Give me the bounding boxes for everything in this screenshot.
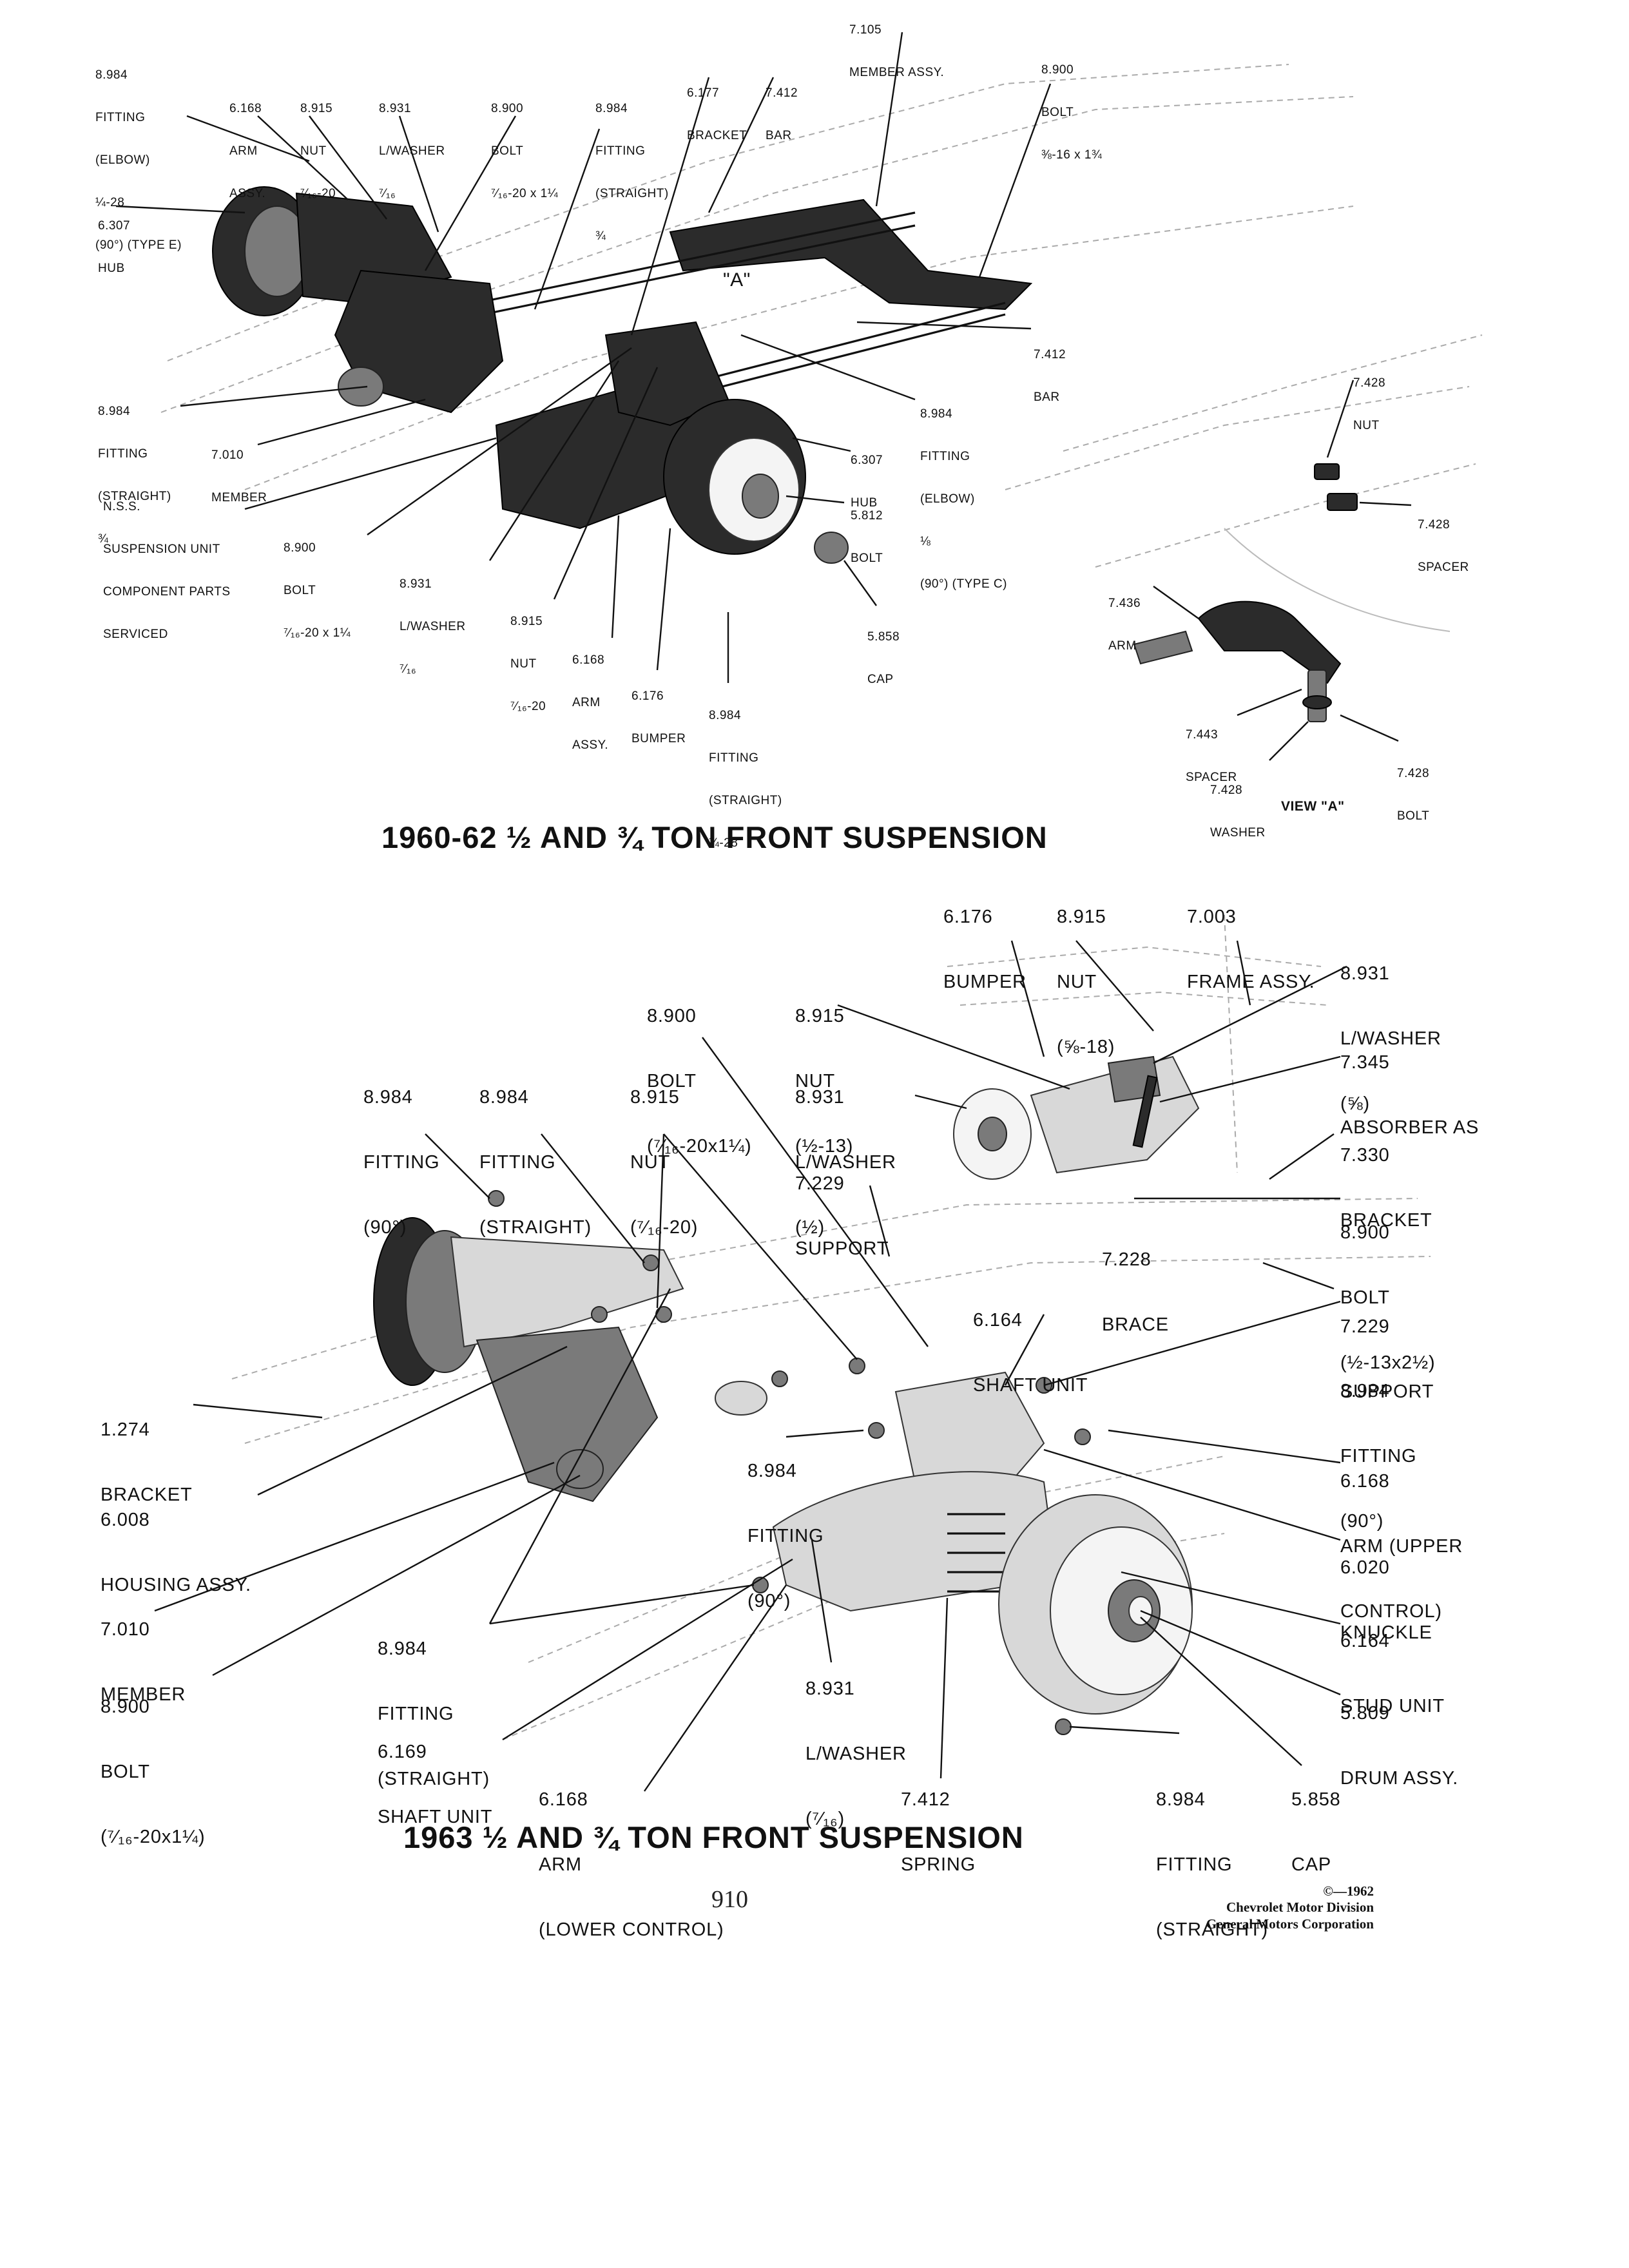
view-a-marker: "A" xyxy=(723,269,751,291)
callout-nut-7-16-20: 8.915 NUT (⁷⁄₁₆-20) xyxy=(630,1087,699,1238)
bottom-right-hub xyxy=(772,1371,1193,1715)
callout-shaft-unit-6169: 6.169 SHAFT UNIT xyxy=(378,1742,493,1828)
callout-bar-7412-right: 7.412 BAR xyxy=(1034,348,1066,405)
view-a-label: VIEW "A" xyxy=(1281,799,1345,814)
callout-support-7229-a: 7.229 SUPPORT xyxy=(795,1173,889,1260)
callout-shaft-unit-6164: 6.164 SHAFT UNIT xyxy=(973,1310,1088,1396)
callout-bolt-7428: 7.428 BOLT xyxy=(1397,767,1430,823)
bottom-fittings xyxy=(488,1190,1091,1735)
bottom-leader-lines xyxy=(154,940,1347,1792)
callout-fitting-90-a: 8.984 FITTING (90°) xyxy=(363,1087,440,1238)
callout-absorber-7345: 7.345 ABSORBER AS xyxy=(1340,1052,1480,1139)
callout-bracket-6177: 6.177 BRACKET xyxy=(687,86,747,143)
callout-lwasher-5-8: 8.931 L/WASHER (⅝) xyxy=(1340,963,1441,1114)
callout-nut-5-8-18: 8.915 NUT (⅝-18) xyxy=(1057,907,1115,1057)
callout-bolt-7-16-20-top: 8.900 BOLT ⁷⁄₁₆-20 x 1¼ xyxy=(491,102,559,201)
callout-nut-7-16-lower: 8.915 NUT ⁷⁄₁₆-20 xyxy=(510,615,546,714)
title-1963: 1963 ½ AND ¾ TON FRONT SUSPENSION xyxy=(403,1820,1024,1854)
copyright-notice: ©—1962 Chevrolet Motor Division General … xyxy=(1206,1883,1374,1932)
top-right-hub xyxy=(495,321,849,564)
callout-arm-assy-top: 6.168 ARM ASSY. xyxy=(229,102,266,201)
callout-washer-7428: 7.428 WASHER xyxy=(1210,783,1266,840)
callout-lwasher-7-16: 8.931 L/WASHER (⁷⁄₁₆) xyxy=(805,1678,907,1829)
callout-cap-5858: 5.858 CAP xyxy=(1291,1789,1341,1876)
callout-fitting-elbow-type-c: 8.984 FITTING (ELBOW) ⅛ (90°) (TYPE C) xyxy=(920,407,1007,591)
callout-bolt-1-2-13: 8.900 BOLT (½-13x2½) xyxy=(1340,1222,1436,1373)
callout-spacer-7428: 7.428 SPACER xyxy=(1418,518,1469,575)
callout-knuckle-6020: 6.020 KNUCKLE xyxy=(1340,1557,1432,1644)
callout-drum-assy-5809: 5.809 DRUM ASSY. xyxy=(1340,1703,1459,1789)
callout-arm-7436: 7.436 ARM xyxy=(1108,597,1141,653)
callout-lwasher-7-16-top: 8.931 L/WASHER ⁷⁄₁₆ xyxy=(379,102,445,201)
callout-bar-7412-top: 7.412 BAR xyxy=(766,86,798,143)
callout-fitting-elbow-type-e: 8.984 FITTING (ELBOW) ¼-28 (90°) (TYPE E… xyxy=(95,68,182,253)
page-number: 910 xyxy=(711,1886,748,1913)
callout-bolt-7-16-20-b: 8.900 BOLT (⁷⁄₁₆-20x1¼) xyxy=(101,1696,206,1847)
callout-bolt-3-8-16: 8.900 BOLT ⅜-16 x 1¾ xyxy=(1041,63,1103,162)
callout-brace-7228: 7.228 BRACE xyxy=(1102,1249,1169,1336)
callout-member-7010: 7.010 MEMBER xyxy=(101,1619,186,1706)
callout-stud-unit-6164: 6.164 STUD UNIT xyxy=(1340,1631,1445,1717)
bottom-inset-assembly xyxy=(953,1055,1200,1180)
callout-nut-7428: 7.428 NUT xyxy=(1353,376,1386,433)
callout-nut-7-16-top: 8.915 NUT ⁷⁄₁₆-20 xyxy=(300,102,336,201)
callout-spacer-7443: 7.443 SPACER xyxy=(1186,728,1237,785)
callout-hub-6307-right: 6.307 HUB xyxy=(851,454,883,510)
callout-housing-assy-6008: 6.008 HOUSING ASSY. xyxy=(101,1510,251,1596)
callout-bumper-6176: 6.176 BUMPER xyxy=(943,907,1027,993)
callout-fitting-90-c: 8.984 FITTING (90°) xyxy=(747,1461,824,1611)
callout-fitting-straight-a: 8.984 FITTING (STRAIGHT) xyxy=(479,1087,592,1238)
callout-spring-7412: 7.412 SPRING xyxy=(901,1789,976,1876)
callout-cap-5858-top: 5.858 CAP xyxy=(867,630,900,687)
top-left-hub xyxy=(212,186,504,414)
top-leader-lines xyxy=(115,32,1412,761)
callout-fitting-straight-3-4-left: 8.984 FITTING (STRAIGHT) ¾ xyxy=(98,405,171,546)
callout-bracket-1274: 1.274 BRACKET xyxy=(101,1419,193,1506)
callout-frame-assy-7003: 7.003 FRAME ASSY. xyxy=(1187,907,1315,993)
callout-lwasher-7-16-lower: 8.931 L/WASHER ⁷⁄₁₆ xyxy=(400,577,466,677)
callout-fitting-straight-3-4-top: 8.984 FITTING (STRAIGHT) ¾ xyxy=(595,102,669,244)
callout-lwasher-1-2: 8.931 L/WASHER (½) xyxy=(795,1087,896,1238)
callout-bumper-6176-top: 6.176 BUMPER xyxy=(631,689,686,746)
title-1960-62: 1960-62 ½ AND ¾ TON FRONT SUSPENSION xyxy=(381,820,1048,854)
callout-bracket-7330: 7.330 BRACKET xyxy=(1340,1145,1432,1231)
callout-nut-1-2-13: 8.915 NUT (½-13) xyxy=(795,1006,854,1157)
callout-arm-upper-control: 6.168 ARM (UPPER CONTROL) xyxy=(1340,1471,1463,1622)
callout-member-7010-top: 7.010 MEMBER xyxy=(211,448,267,505)
callout-arm-lower-control: 6.168 ARM (LOWER CONTROL) xyxy=(539,1789,724,1940)
callout-hub-6307-left: 6.307 HUB xyxy=(98,219,131,276)
bottom-left-hub xyxy=(373,1217,767,1503)
view-a-parts xyxy=(1133,463,1358,722)
callout-arm-assy-lower: 6.168 ARM ASSY. xyxy=(572,653,609,753)
callout-bolt-5812: 5.812 BOLT xyxy=(851,509,883,566)
callout-bolt-7-16-20-lower: 8.900 BOLT ⁷⁄₁₆-20 x 1¼ xyxy=(284,541,351,640)
callout-fitting-90-b: 8.984 FITTING (90°) xyxy=(1340,1381,1417,1532)
callout-fitting-straight-c: 8.984 FITTING (STRAIGHT) xyxy=(1156,1789,1268,1940)
callout-member-assy-7105: 7.105 MEMBER ASSY. xyxy=(849,23,945,80)
top-cross-member xyxy=(476,198,1033,399)
callout-nss-suspension: N.S.S. SUSPENSION UNIT COMPONENT PARTS S… xyxy=(103,500,231,642)
callout-fitting-straight-b: 8.984 FITTING (STRAIGHT) xyxy=(378,1639,490,1789)
callout-support-7229-b: 7.229 SUPPORT xyxy=(1340,1316,1434,1403)
callout-fitting-straight-1-4-28: 8.984 FITTING (STRAIGHT) ¼-28 xyxy=(709,709,782,850)
callout-bolt-7-16-20-a: 8.900 BOLT (⁷⁄₁₆-20x1¼) xyxy=(647,1006,752,1157)
